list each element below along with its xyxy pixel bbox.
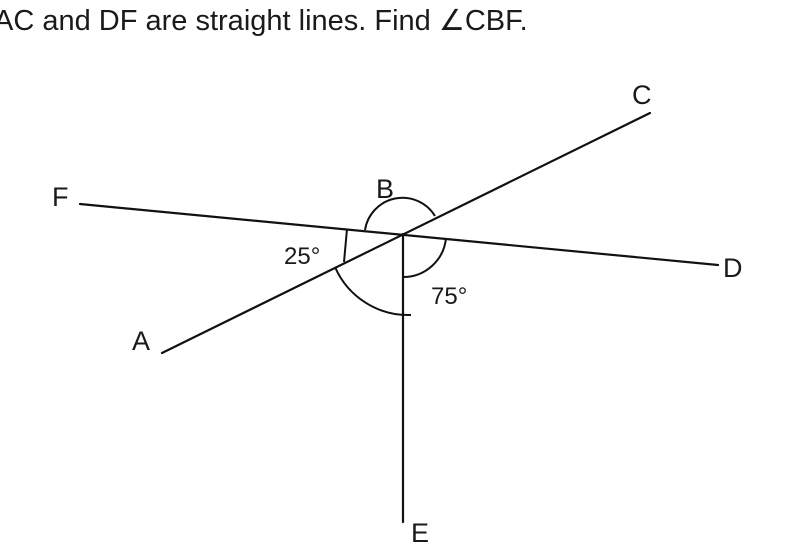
angle-dbe-arc [402, 237, 447, 279]
angle-cbf-arc [364, 196, 436, 231]
question-text: AC and DF are straight lines. Find ∠CBF. [0, 5, 528, 37]
line-fd [78, 202, 720, 267]
point-label-e: E [411, 518, 429, 548]
angle-abe-arc [334, 266, 412, 317]
point-label-b: B [376, 174, 394, 204]
point-label-a: A [132, 326, 150, 356]
point-label-d: D [723, 253, 743, 283]
point-label-c: C [632, 80, 652, 110]
point-label-f: F [52, 182, 69, 212]
angle-label-dbe: 75° [431, 283, 467, 310]
angle-label-abf: 25° [284, 243, 320, 270]
line-ac [160, 111, 652, 355]
angle-abf-marker [343, 228, 348, 263]
